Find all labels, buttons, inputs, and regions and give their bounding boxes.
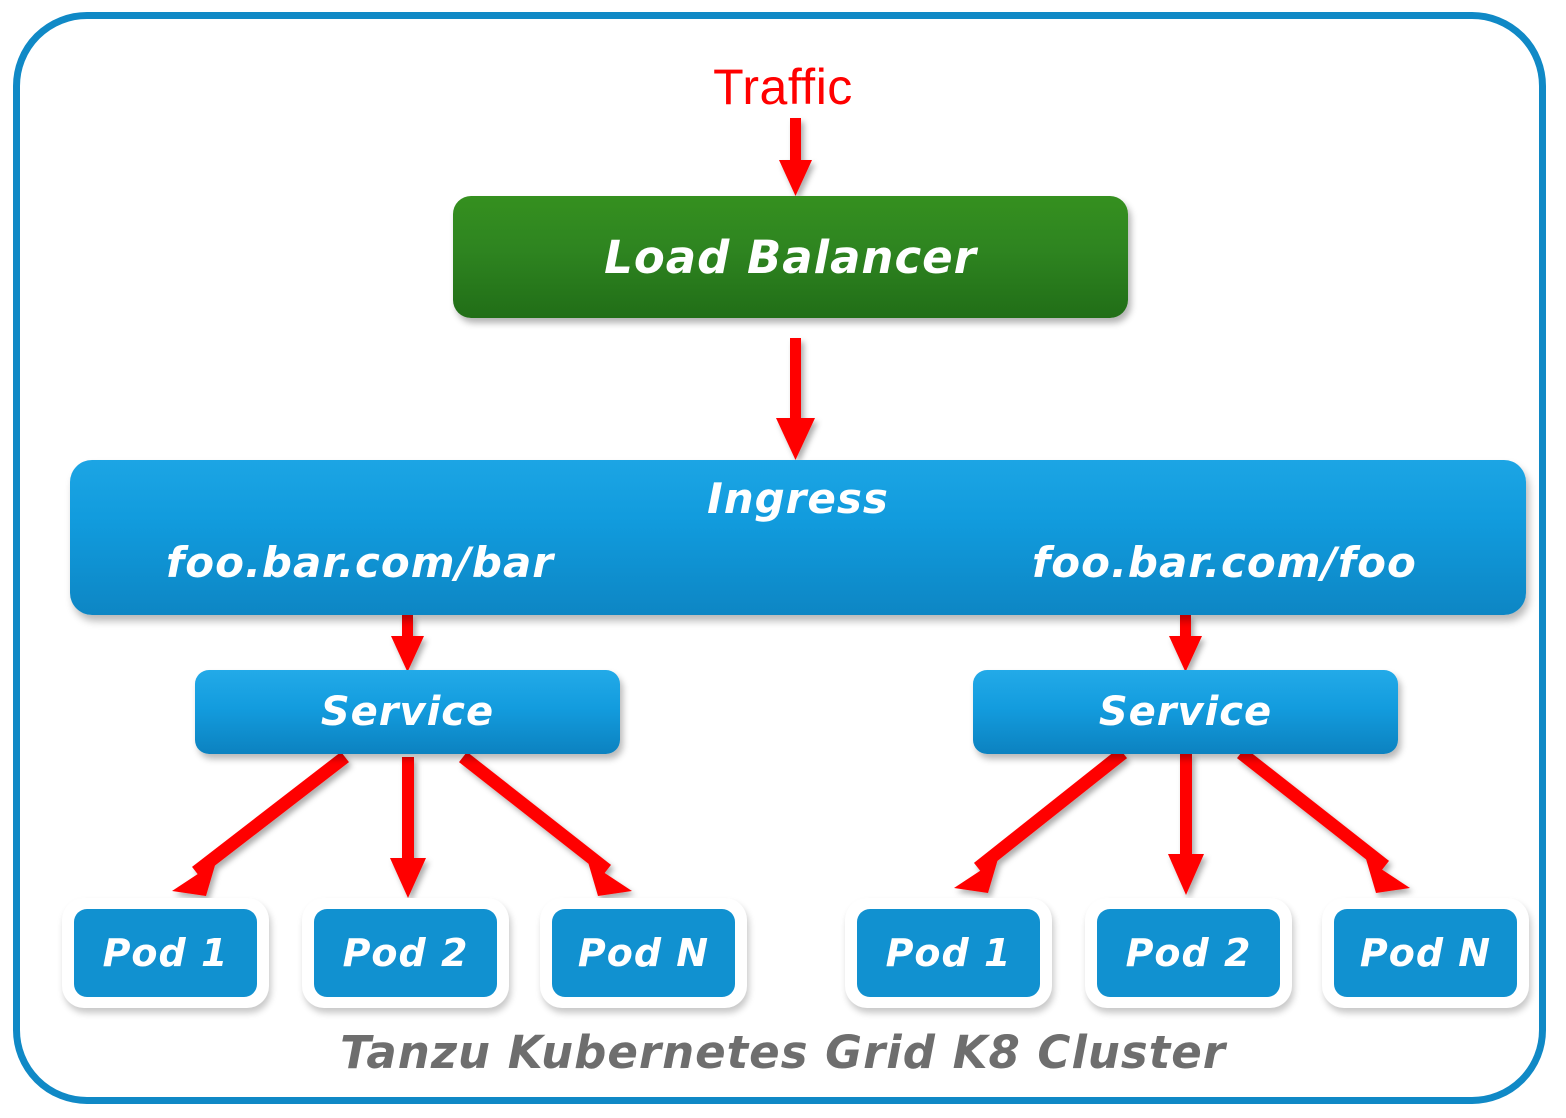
pod-left-n-label: Pod N bbox=[552, 909, 735, 997]
pod-node-right-2[interactable]: Pod 2 bbox=[1085, 898, 1292, 1008]
pod-left-2-label: Pod 2 bbox=[314, 909, 497, 997]
service-left-label: Service bbox=[320, 689, 495, 735]
pod-left-1-label: Pod 1 bbox=[74, 909, 257, 997]
cluster-caption: Tanzu Kubernetes Grid K8 Cluster bbox=[340, 1026, 1226, 1079]
traffic-label: Traffic bbox=[713, 59, 853, 115]
service-right-label: Service bbox=[1098, 689, 1273, 735]
pod-node-left-1[interactable]: Pod 1 bbox=[62, 898, 269, 1008]
service-node-right[interactable]: Service bbox=[973, 670, 1398, 754]
pod-right-n-label: Pod N bbox=[1334, 909, 1517, 997]
pod-right-2-label: Pod 2 bbox=[1097, 909, 1280, 997]
ingress-node[interactable]: Ingress foo.bar.com/bar foo.bar.com/foo bbox=[70, 460, 1526, 615]
ingress-path-bar: foo.bar.com/bar bbox=[166, 538, 554, 587]
ingress-path-foo: foo.bar.com/foo bbox=[1032, 538, 1417, 587]
pod-node-left-2[interactable]: Pod 2 bbox=[302, 898, 509, 1008]
ingress-label: Ingress bbox=[707, 474, 889, 523]
pod-node-left-n[interactable]: Pod N bbox=[540, 898, 747, 1008]
load-balancer-label: Load Balancer bbox=[604, 230, 977, 284]
pod-node-right-1[interactable]: Pod 1 bbox=[845, 898, 1052, 1008]
cluster-boundary bbox=[13, 12, 1546, 1104]
load-balancer-node[interactable]: Load Balancer bbox=[453, 196, 1128, 318]
service-node-left[interactable]: Service bbox=[195, 670, 620, 754]
pod-node-right-n[interactable]: Pod N bbox=[1322, 898, 1529, 1008]
pod-right-1-label: Pod 1 bbox=[857, 909, 1040, 997]
